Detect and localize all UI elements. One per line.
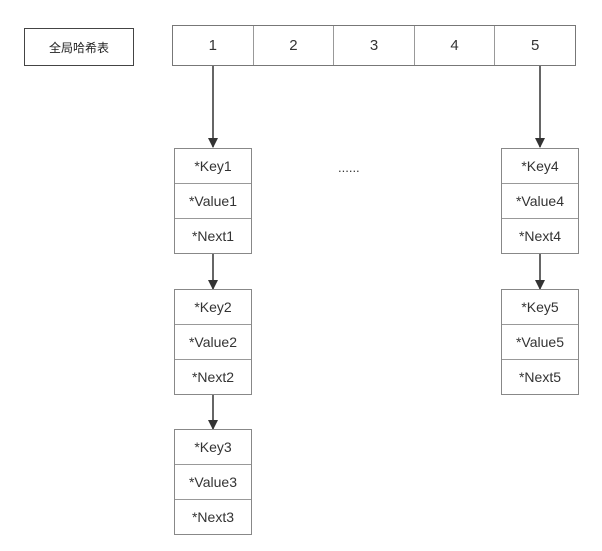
bucket-slot: 5 bbox=[494, 26, 575, 65]
entry-key: *Key1 bbox=[194, 158, 232, 174]
entry-key: *Key5 bbox=[521, 299, 559, 315]
bucket-slot: 4 bbox=[413, 26, 495, 65]
bucket-slot: 1 bbox=[208, 37, 217, 54]
entry-next: *Next1 bbox=[175, 218, 251, 253]
hash-entry-4: *Key4 *Value4 *Next4 bbox=[501, 148, 579, 254]
hash-entry-1: *Key1 *Value1 *Next1 bbox=[174, 148, 252, 254]
entry-value: *Value2 bbox=[175, 324, 251, 359]
bucket-slot: 3 bbox=[333, 26, 414, 65]
ellipsis-text: ...... bbox=[338, 160, 360, 175]
entry-key: *Key2 bbox=[194, 299, 232, 315]
entry-key: *Key3 bbox=[194, 439, 232, 455]
entry-next: *Next2 bbox=[175, 359, 251, 394]
entry-value: *Value1 bbox=[175, 183, 251, 218]
entry-next: *Next3 bbox=[175, 499, 251, 534]
entry-value: *Value5 bbox=[502, 324, 578, 359]
entry-key: *Key4 bbox=[521, 158, 559, 174]
hash-entry-5: *Key5 *Value5 *Next5 bbox=[501, 289, 579, 395]
entry-next: *Next5 bbox=[502, 359, 578, 394]
entry-value: *Value3 bbox=[175, 464, 251, 499]
hash-bucket-array: 1 2 3 4 5 bbox=[172, 25, 576, 66]
entry-value: *Value4 bbox=[502, 183, 578, 218]
hash-table-label: 全局哈希表 bbox=[24, 28, 134, 66]
entry-next: *Next4 bbox=[502, 218, 578, 253]
hash-entry-3: *Key3 *Value3 *Next3 bbox=[174, 429, 252, 535]
bucket-slot: 2 bbox=[252, 26, 334, 65]
hash-entry-2: *Key2 *Value2 *Next2 bbox=[174, 289, 252, 395]
